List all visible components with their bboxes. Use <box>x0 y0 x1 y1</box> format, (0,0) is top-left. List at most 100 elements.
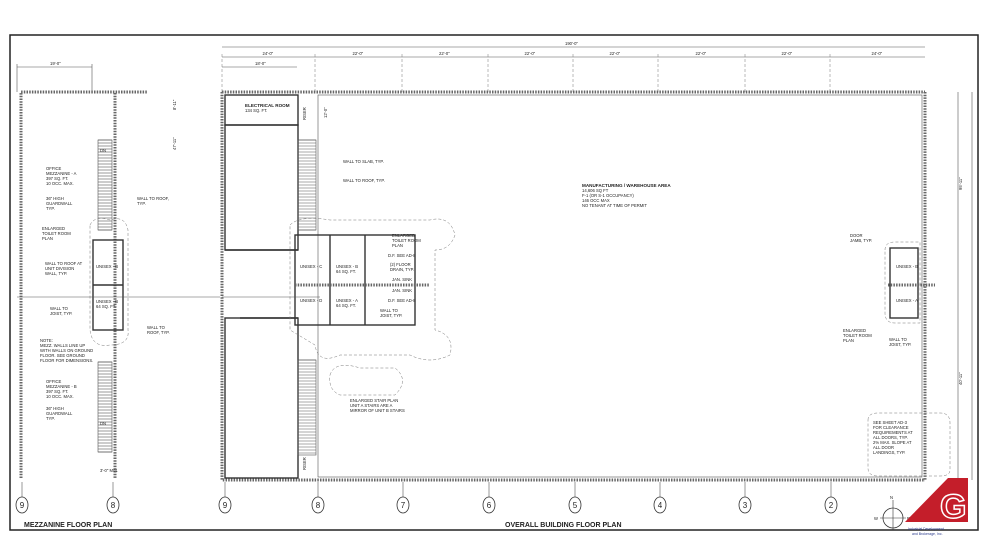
svg-text:ALL DOORS, TYP.: ALL DOORS, TYP. <box>873 435 908 440</box>
svg-text:ENLARGED: ENLARGED <box>42 226 65 231</box>
svg-text:10 OCC. MAX.: 10 OCC. MAX. <box>46 181 74 186</box>
unit-division-note: WALL TO ROOF AT UNIT DIVISION WALL, TYP. <box>45 261 83 276</box>
unisex-a-area: 64 SQ. FT. <box>336 303 356 308</box>
mezz-width-dim: 19'-0" <box>50 61 61 66</box>
mezz-unisex-label-2: UNISEX - B <box>96 299 118 304</box>
wall-to-roof-a-note: WALL TO ROOF, TYP. <box>137 196 169 206</box>
enlarged-stair-note-3: MIRROR OF UNIT B STAIRS <box>350 408 405 413</box>
svg-text:ROOF, TYP.: ROOF, TYP. <box>147 330 170 335</box>
grid-bubble <box>653 496 667 514</box>
stair-b <box>298 359 316 454</box>
right-wall-to-joist-2: JOIST, TYP. <box>889 342 911 347</box>
svg-text:WALL TO ROOF AT: WALL TO ROOF AT <box>45 261 83 266</box>
enlarged-stair-note-1: ENLARGED STAIR PLAN <box>350 398 398 403</box>
guardwall-b-note: 36" HIGH GUARDWALL TYP. <box>46 406 73 421</box>
svg-text:10 OCC. MAX.: 10 OCC. MAX. <box>46 394 74 399</box>
grid-bubble-label: 6 <box>487 501 492 510</box>
jan-sink-1: JAN. SINK <box>392 277 412 282</box>
bay-dim-label: 22'-0" <box>610 51 621 56</box>
wall-to-roof-b-note: WALL TO ROOF, TYP. <box>147 325 170 335</box>
svg-text:WALL, TYP.: WALL, TYP. <box>45 271 67 276</box>
unisex-d-label: UNISEX - D <box>300 298 322 303</box>
svg-text:TOILET ROOM: TOILET ROOM <box>42 231 71 236</box>
svg-text:MEZZANINE - A: MEZZANINE - A <box>46 171 77 176</box>
df-note-2: D.F. SEE AD-8 <box>388 298 416 303</box>
svg-text:SEE SHEET AD-3: SEE SHEET AD-3 <box>873 420 908 425</box>
svg-text:146 OCC MAX: 146 OCC MAX <box>582 198 610 203</box>
svg-text:TYP.: TYP. <box>46 206 55 211</box>
enlarged-toilet-2: TOILET ROOM <box>392 238 421 243</box>
bay-dim-label: 22'-0" <box>782 51 793 56</box>
right-unisex-b: UNISEX - B <box>896 264 918 269</box>
svg-text:UNIT DIVISION: UNIT DIVISION <box>45 266 74 271</box>
grid-bubble <box>738 496 752 514</box>
jan-sink-2: JAN. SINK <box>392 288 412 293</box>
door-jamb-note-2: JAMB, TYP. <box>850 238 872 243</box>
sheet-border <box>9 34 979 531</box>
grid-bubble-label: 8 <box>316 501 321 510</box>
right-unisex-a: UNISEX - A <box>896 298 918 303</box>
grid-bubble-label: 8 <box>111 501 116 510</box>
warehouse-area-label: MANUFACTURING / WAREHOUSE AREA 14,606 SQ… <box>582 183 671 208</box>
grid-bubble-label: 4 <box>658 501 663 510</box>
grid-bubble <box>824 496 838 514</box>
mezzanine-plan-title: MEZZANINE FLOOR PLAN <box>24 522 112 529</box>
floor-drain-note-2: DRAIN, TYP. <box>390 267 414 272</box>
svg-text:WITH WALLS ON GROUND: WITH WALLS ON GROUND <box>40 348 93 353</box>
riser-label-b: RISER <box>302 457 307 470</box>
mezz-unisex-area: 64 SQ. FT. <box>96 304 116 309</box>
wall-to-roof-note: WALL TO ROOF, TYP. <box>343 178 385 183</box>
floor-drain-note: (2) FLOOR <box>390 262 411 267</box>
overall-building-floor-plan: 190'-0" 24'-0" 22'-0" 22'-0" 22'-0" 22'-0" 22… <box>172 41 973 529</box>
svg-text:LANDINGS, TYP.: LANDINGS, TYP. <box>873 450 905 455</box>
svg-text:397 SQ. FT.: 397 SQ. FT. <box>46 389 68 394</box>
svg-text:GUARDWALL: GUARDWALL <box>46 411 73 416</box>
office-mezzanine-b-label: OFFICE MEZZANINE - B 397 SQ. FT. 10 OCC.… <box>46 379 77 399</box>
bay-dim-label: 22'-0" <box>696 51 707 56</box>
enlarged-toilet-1: ENLARGED <box>392 233 415 238</box>
electrical-room-area: 134 SQ. FT. <box>245 108 267 113</box>
bay-dim-label: 24'-0" <box>263 51 274 56</box>
grid-bubble <box>15 496 29 514</box>
grimco-logo: G GRIMCO Industrial Development and Brok… <box>905 478 968 536</box>
guardwall-a-note: 36" HIGH GUARDWALL TYP. <box>46 196 73 211</box>
mezz-dn-label-b: DN <box>100 421 106 426</box>
wall-to-joist-1: WALL TO <box>380 308 399 313</box>
svg-text:JOIST, TYP.: JOIST, TYP. <box>50 311 72 316</box>
sub-dim: 18'-0" <box>255 61 266 66</box>
bay-dim-label: 22'-0" <box>353 51 364 56</box>
grid-bubble <box>396 496 410 514</box>
side-dim-3: 47'-11" <box>172 137 177 150</box>
bay-dim-label: 24'-0" <box>872 51 883 56</box>
svg-text:FLOOR. SEE GROUND: FLOOR. SEE GROUND <box>40 353 85 358</box>
riser-label-a: RISER <box>302 107 307 120</box>
mezz-min-dim: 3'-0" MIN. <box>100 468 118 473</box>
unisex-b-area: 64 SQ. FT. <box>336 269 356 274</box>
svg-text:NO TENANT AT TIME OF PERMIT: NO TENANT AT TIME OF PERMIT <box>582 203 647 208</box>
bay-dim-label: 22'-0" <box>525 51 536 56</box>
enlarged-stair-note-2: UNIT A STAIRS ARE A <box>350 403 393 408</box>
right-wall-to-joist: WALL TO <box>889 337 908 342</box>
wall-to-joist-note: WALL TO JOIST, TYP. <box>50 306 72 316</box>
side-dim-2: 40'-11" <box>958 372 963 385</box>
svg-text:TYP.: TYP. <box>137 201 146 206</box>
df-note-1: D.F. SEE AD-8 <box>388 253 416 258</box>
unisex-c-label: UNISEX - C <box>300 264 322 269</box>
grid-bubble-label: 3 <box>743 501 748 510</box>
electrical-room-label: ELECTRICAL ROOM <box>245 103 290 108</box>
svg-text:WALL TO ROOF,: WALL TO ROOF, <box>137 196 169 201</box>
grid-bubble <box>568 496 582 514</box>
overall-plan-title: OVERALL BUILDING FLOOR PLAN <box>505 522 622 529</box>
mezzanine-floor-plan: 19'-0" UNISEX - B UNISEX - B 64 SQ. FT. … <box>16 61 220 529</box>
bay-dim-label: 22'-0" <box>439 51 450 56</box>
svg-text:Industrial Development: Industrial Development <box>908 527 944 531</box>
stair-a <box>298 139 316 231</box>
svg-text:WALL TO: WALL TO <box>50 306 69 311</box>
svg-text:and Brokerage, Inc.: and Brokerage, Inc. <box>912 532 943 536</box>
door-jamb-note: DOOR <box>850 233 863 238</box>
right-enlarged-toilet-2: TOILET ROOM <box>843 333 872 338</box>
overall-width-dim: 190'-0" <box>565 41 579 46</box>
right-enlarged-toilet-3: PLAN <box>843 338 854 343</box>
svg-text:14,606 SQ FT: 14,606 SQ FT <box>582 188 609 193</box>
